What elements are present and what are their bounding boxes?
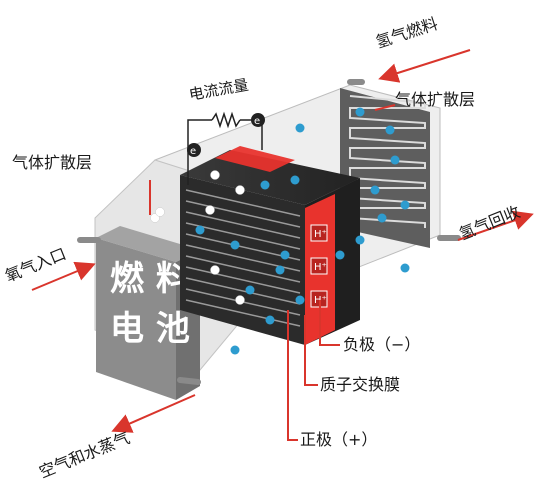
hydrogen-particle [400, 200, 410, 210]
hydrogen-in-arrow [378, 49, 471, 83]
hydrogen-particle [370, 185, 380, 195]
electron-markers: e e [187, 113, 265, 157]
label-hydrogen-recovery: 氢气回收 [456, 202, 522, 244]
electron-label-1: e [190, 146, 196, 157]
label-positive: 正极（+） [300, 430, 377, 449]
stack-stripe [185, 200, 301, 228]
membrane-pointer [304, 315, 318, 386]
electron-label-2: e [254, 116, 260, 127]
hydrogen-particle [230, 345, 240, 355]
air-out-arrow [111, 394, 196, 433]
diffusion-right-pointer [374, 104, 396, 111]
hydrogen-particle [230, 240, 240, 250]
proton-label: H⁺ [314, 262, 327, 273]
negative-pointer [319, 300, 340, 346]
hydrogen-particle [195, 225, 205, 235]
hydrogen-particle [355, 235, 365, 245]
label-current-flow: 电流流量 [188, 76, 250, 104]
label-negative: 负极（−） [343, 335, 420, 354]
hydrogen-particle [275, 265, 285, 275]
stack-stripe [185, 277, 301, 305]
hydrogen-particle [280, 250, 290, 260]
label-hydrogen-fuel: 氢气燃料 [373, 14, 440, 52]
proton-label: H⁺ [314, 229, 327, 240]
label-membrane: 质子交换膜 [320, 375, 400, 394]
hydrogen-particle [335, 250, 345, 260]
particles [150, 107, 410, 355]
hydrogen-particle [295, 295, 305, 305]
hydrogen-particle [295, 123, 305, 133]
cell-text-line2: 电 池 [110, 309, 190, 349]
hydrogen-particle [290, 175, 300, 185]
stack-stripe [185, 222, 301, 250]
hydrogen-particle [265, 315, 275, 325]
label-air-water-vapor: 空气和水蒸气 [36, 428, 132, 482]
oxygen-in-arrow [31, 261, 96, 291]
stack-stripe [185, 189, 301, 217]
proton-box [310, 257, 328, 275]
positive-pointer [287, 310, 298, 441]
cell-stack: H⁺H⁺H⁺ [180, 146, 360, 345]
oxygen-particle [205, 205, 215, 215]
hydrogen-particle [385, 125, 395, 135]
hydrogen-particle [355, 107, 365, 117]
oxygen-particle [235, 295, 245, 305]
hydrogen-particle [245, 285, 255, 295]
oxygen-particle [235, 185, 245, 195]
hydrogen-particle [400, 263, 410, 273]
hydrogen-particle [260, 180, 270, 190]
stack-stripe [185, 266, 301, 294]
oxygen-particle [155, 207, 165, 217]
oxygen-particle [210, 170, 220, 180]
label-gas-diffusion-left: 气体扩散层 [12, 153, 92, 172]
oxygen-particle [210, 265, 220, 275]
hydrogen-particle [390, 155, 400, 165]
proton-box [310, 224, 328, 242]
flow-arrows [31, 49, 534, 441]
hydrogen-out-arrow [457, 210, 534, 241]
stack-stripe [185, 299, 301, 327]
stack-stripe [185, 211, 301, 239]
cell-text-line1: 燃 料 [110, 259, 190, 299]
label-gas-diffusion-right: 气体扩散层 [395, 90, 475, 109]
hydrogen-particle [377, 213, 387, 223]
stack-stripe [185, 255, 301, 283]
pipes [77, 79, 461, 385]
